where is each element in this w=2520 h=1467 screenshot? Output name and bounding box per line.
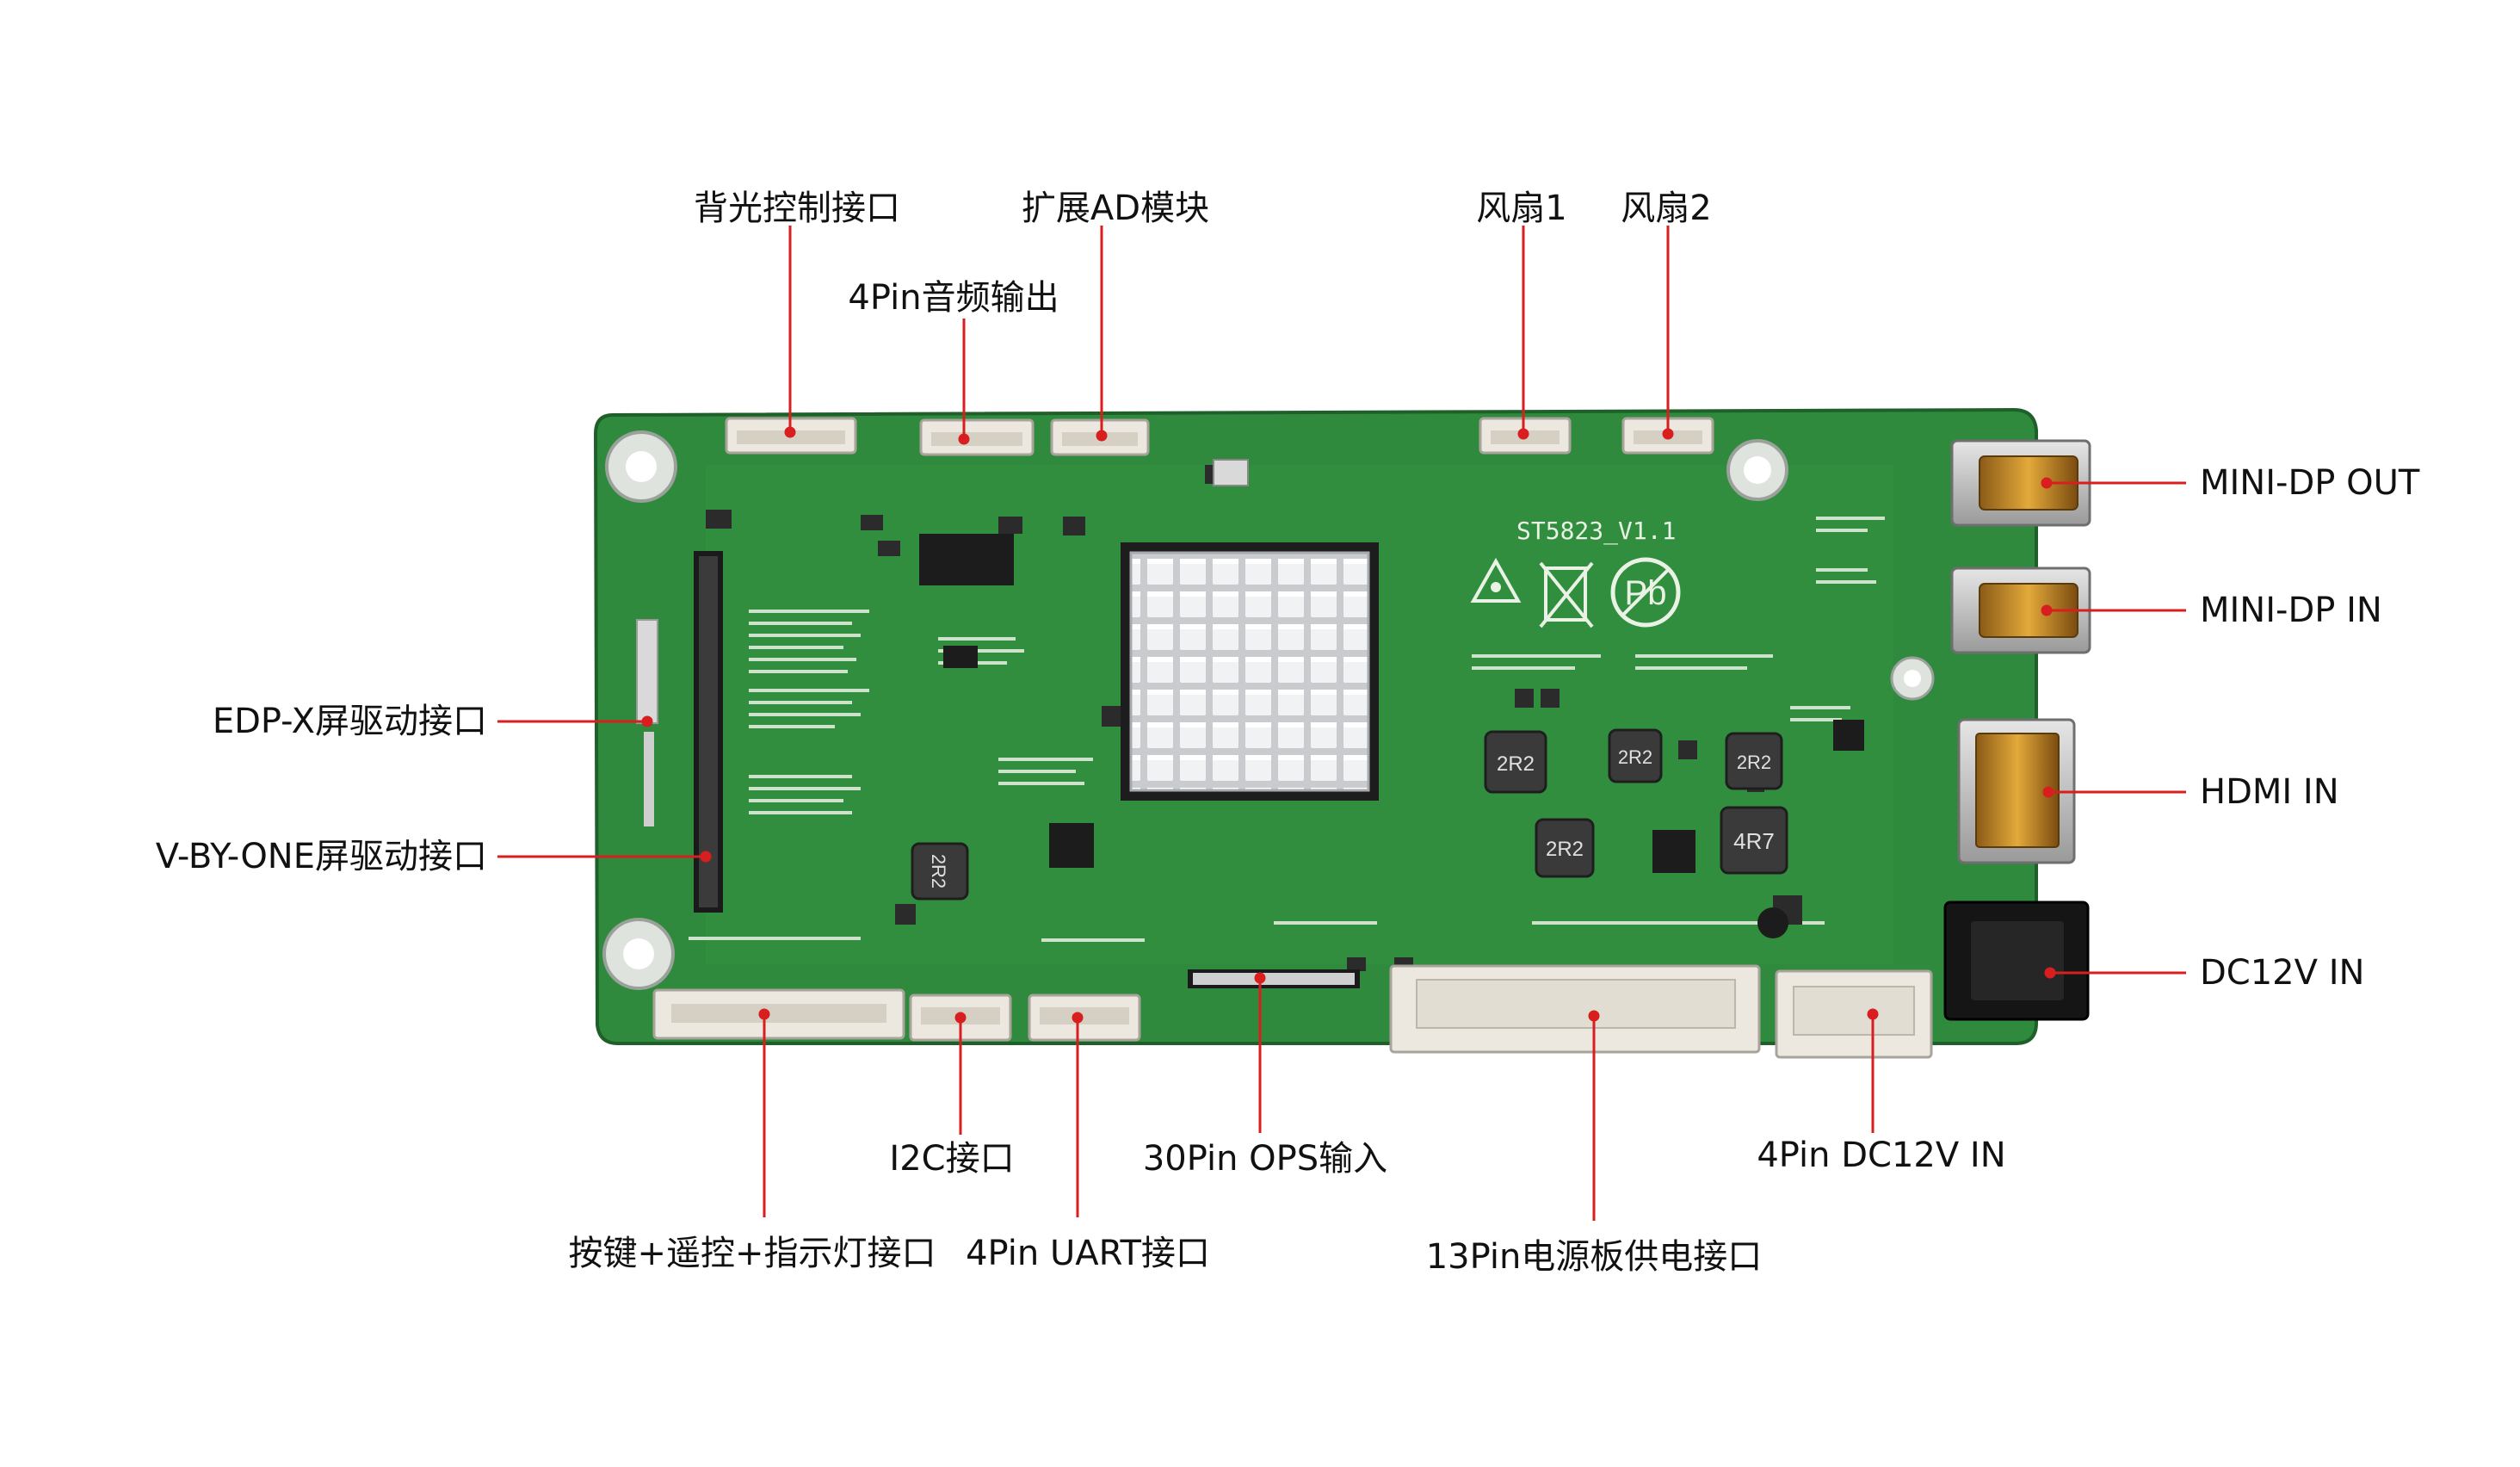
mounting-hole-top-right <box>1726 439 1788 501</box>
label-dc12v-in: DC12V IN <box>2200 953 2365 993</box>
inductor-1: 2R2 <box>1484 730 1547 794</box>
lead-free-text: Pb <box>1625 574 1667 612</box>
port-dc12v-in <box>1943 901 2090 1021</box>
port-hdmi-in <box>1957 718 2076 864</box>
inductor-1-mark: 2R2 <box>1497 752 1535 776</box>
connector-uart <box>1028 993 1141 1042</box>
label-ad-module: 扩展AD模块 <box>1021 189 1210 228</box>
lead-free-icon: Pb <box>1610 557 1681 628</box>
silkscreen-marks <box>689 517 1885 942</box>
label-keys-interface: 按键+遥控+指示灯接口 <box>568 1234 936 1273</box>
label-i2c-interface: I2C接口 <box>889 1139 1015 1179</box>
capacitor <box>1757 907 1788 938</box>
label-edp-interface: EDP-X屏驱动接口 <box>212 702 487 741</box>
callout-lines <box>497 226 2186 1221</box>
connector-dc12v-4pin <box>1775 969 1933 1059</box>
inductor-4-mark: 2R2 <box>1546 838 1584 861</box>
inductor-5-mark: 4R7 <box>1733 828 1775 854</box>
heatsink <box>1121 542 1379 801</box>
label-hdmi-in: HDMI IN <box>2200 772 2339 812</box>
inductor-3-mark: 2R2 <box>1737 752 1771 773</box>
inductor-4: 2R2 <box>1535 818 1595 878</box>
label-power13-interface: 13Pin电源板供电接口 <box>1425 1237 1763 1277</box>
connector-keys <box>652 988 905 1040</box>
mounting-hole-bottom-left <box>602 918 675 990</box>
label-ops30-input: 30Pin OPS输入 <box>1142 1139 1388 1179</box>
inductor-2: 2R2 <box>1608 728 1663 783</box>
label-vbyone-interface: V-BY-ONE屏驱动接口 <box>155 837 487 876</box>
connector-ops30 <box>1188 969 1360 988</box>
inductor-2-mark: 2R2 <box>1618 746 1652 768</box>
label-uart-interface: 4Pin UART接口 <box>966 1234 1210 1273</box>
inductor-5: 4R7 <box>1720 806 1788 875</box>
board-model: ST5823_V1.1 <box>1516 517 1676 546</box>
ic-chips <box>919 459 1864 873</box>
connector-power13 <box>1389 964 1761 1054</box>
label-fan2: 风扇2 <box>1621 189 1712 228</box>
mounting-hole-top-left <box>605 430 677 503</box>
connector-ad-module <box>1050 418 1150 456</box>
inductor-6-mark: 2R2 <box>928 854 949 888</box>
connector-audio <box>919 418 1035 456</box>
label-minidp-in: MINI-DP IN <box>2200 591 2382 630</box>
port-minidp-out <box>1950 439 2091 527</box>
inductor-3: 2R2 <box>1725 732 1783 790</box>
mounting-hole-right-mid <box>1890 656 1935 701</box>
label-dc12v-4pin: 4Pin DC12V IN <box>1757 1136 2006 1175</box>
label-minidp-out: MINI-DP OUT <box>2200 463 2420 503</box>
label-fan1: 风扇1 <box>1476 189 1567 228</box>
warning-triangle-icon <box>1470 557 1522 603</box>
label-audio-output: 4Pin音频输出 <box>848 278 1059 318</box>
weee-bin-icon <box>1539 561 1594 628</box>
label-backlight-interface: 背光控制接口 <box>694 189 900 228</box>
inductor-6: 2R2 <box>911 842 969 901</box>
